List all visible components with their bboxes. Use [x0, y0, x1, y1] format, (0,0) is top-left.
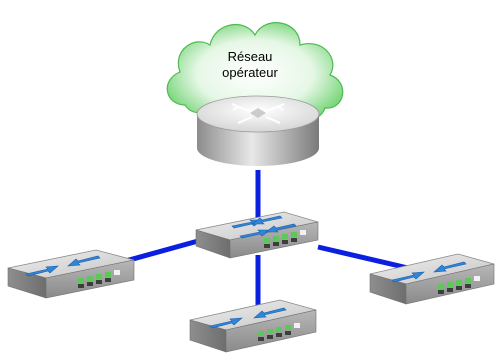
switch-icon: [7, 249, 135, 299]
link-core-to-left-switch: [121, 238, 199, 265]
links: [121, 170, 409, 312]
switch-icon: [195, 211, 319, 259]
cloud-label: Réseau opérateur: [207, 49, 293, 81]
cloud-label-line2: opérateur: [222, 65, 278, 80]
switch-icon: [189, 299, 317, 353]
switch-icon: [369, 253, 495, 305]
cloud-label-line1: Réseau: [227, 49, 273, 64]
router-icon: [196, 95, 320, 166]
link-core-to-right-switch: [317, 244, 409, 271]
